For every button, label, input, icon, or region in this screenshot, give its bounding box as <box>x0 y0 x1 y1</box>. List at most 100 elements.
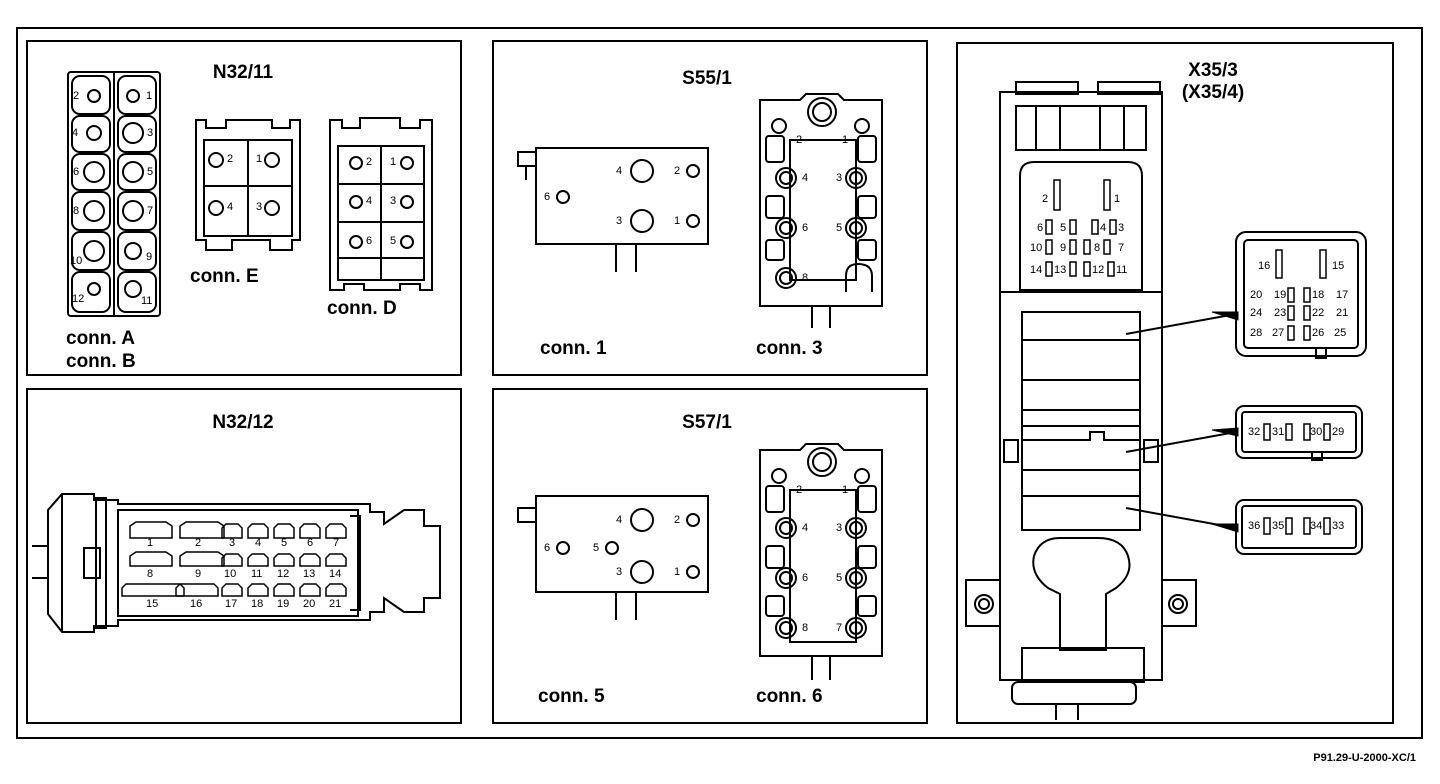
pin-label: 4 <box>255 537 262 549</box>
pin-label: 8 <box>147 568 154 580</box>
pin-label: 4 <box>616 165 623 177</box>
pin-label: 24 <box>1250 307 1263 319</box>
x35-inner-slots <box>1045 179 1117 277</box>
pin-label: 1 <box>842 484 849 496</box>
pin-label: 12 <box>72 293 85 305</box>
pin-label: 2 <box>1042 193 1049 205</box>
pin-label: 5 <box>390 235 397 247</box>
pin-label: 2 <box>796 134 803 146</box>
pin-label: 1 <box>390 156 397 168</box>
panel-n32-12 <box>26 388 462 724</box>
pin-label: 20 <box>303 598 316 610</box>
pin-label: 2 <box>73 90 80 102</box>
pin-label: 1 <box>674 215 681 227</box>
pin-label: 18 <box>1312 289 1325 301</box>
pin-label: 3 <box>836 522 843 534</box>
pin-label: 2 <box>195 537 202 549</box>
pin-label: 7 <box>836 622 843 634</box>
label-conn-6: conn. 6 <box>756 686 823 707</box>
pin-label: 26 <box>1312 327 1325 339</box>
pin-label: 3 <box>256 201 263 213</box>
pin-label: 1 <box>256 153 263 165</box>
pin-label: 28 <box>1250 327 1263 339</box>
figure-code: P91.29-U-2000-XC/1 <box>1313 752 1416 764</box>
pin-label: 30 <box>1310 426 1323 438</box>
pin-label: 29 <box>1332 426 1345 438</box>
pin-label: 4 <box>366 195 373 207</box>
pin-label: 3 <box>229 537 236 549</box>
pin-label: 2 <box>674 165 681 177</box>
pin-label: 2 <box>366 156 373 168</box>
pin-label: 9 <box>146 251 153 263</box>
pin-label: 5 <box>593 542 600 554</box>
pin-label: 10 <box>70 255 83 267</box>
panel-s57-1 <box>492 388 928 724</box>
pin-label: 5 <box>281 537 288 549</box>
n32-12-pin-slots <box>121 521 347 597</box>
conn-a-body <box>67 71 161 317</box>
label-conn-e: conn. E <box>190 266 259 287</box>
pin-label: 11 <box>251 568 263 580</box>
pin-label: 4 <box>227 201 234 213</box>
pin-label: 11 <box>1116 264 1128 276</box>
pin-label: 7 <box>333 537 340 549</box>
pin-label: 3 <box>836 172 843 184</box>
pin-label: 6 <box>1037 222 1044 234</box>
label-conn-1: conn. 1 <box>540 338 607 359</box>
pin-label: 9 <box>195 568 202 580</box>
pin-label: 17 <box>225 598 238 610</box>
pin-label: 34 <box>1310 520 1323 532</box>
pin-label: 4 <box>616 514 623 526</box>
panel-n32-11 <box>26 40 462 376</box>
pin-label: 4 <box>72 127 79 139</box>
pin-label: 5 <box>836 572 843 584</box>
pin-label: 6 <box>544 542 551 554</box>
pin-label: 33 <box>1332 520 1345 532</box>
pin-label: 3 <box>390 195 397 207</box>
panel-title-n32-12: N32/12 <box>212 412 274 433</box>
x35-leader-lines <box>1125 311 1239 533</box>
pin-label: 21 <box>1336 307 1349 319</box>
x35-detail-slots <box>1263 249 1331 535</box>
pin-label: 1 <box>674 566 681 578</box>
pin-label: 14 <box>329 568 342 580</box>
pin-label: 9 <box>1060 242 1067 254</box>
label-conn-a: conn. A <box>66 328 135 349</box>
pin-label: 4 <box>1100 222 1107 234</box>
pin-label: 5 <box>147 166 154 178</box>
pin-label: 1 <box>1114 193 1121 205</box>
pin-label: 15 <box>1332 260 1345 272</box>
pin-label: 16 <box>1258 260 1271 272</box>
pin-label: 20 <box>1250 289 1263 301</box>
pin-label: 4 <box>802 522 809 534</box>
pin-label: 27 <box>1272 327 1285 339</box>
conn-d-body <box>329 117 433 291</box>
diagram-frame <box>16 27 1423 739</box>
panel-title-s55-1: S55/1 <box>682 68 732 89</box>
label-conn-3: conn. 3 <box>756 338 823 359</box>
panel-subtitle-x35-4: (X35/4) <box>1181 82 1245 103</box>
pin-label: 1 <box>147 537 154 549</box>
pin-label: 6 <box>544 191 551 203</box>
s57-conn-6-body <box>759 443 883 680</box>
pin-label: 10 <box>224 568 237 580</box>
panel-title-x35-3: X35/3 <box>1188 60 1238 81</box>
pin-label: 3 <box>616 566 623 578</box>
pin-label: 32 <box>1248 426 1261 438</box>
pin-label: 2 <box>796 484 803 496</box>
pin-label: 8 <box>1094 242 1101 254</box>
pin-label: 16 <box>190 598 203 610</box>
pin-label: 35 <box>1272 520 1285 532</box>
pin-label: 17 <box>1336 289 1349 301</box>
panel-s55-1 <box>492 40 928 376</box>
pin-label: 6 <box>366 235 373 247</box>
pin-label: 2 <box>227 153 234 165</box>
pin-label: 23 <box>1274 307 1287 319</box>
pin-label: 1 <box>146 90 153 102</box>
pin-label: 19 <box>277 598 290 610</box>
label-conn-5: conn. 5 <box>538 686 605 707</box>
